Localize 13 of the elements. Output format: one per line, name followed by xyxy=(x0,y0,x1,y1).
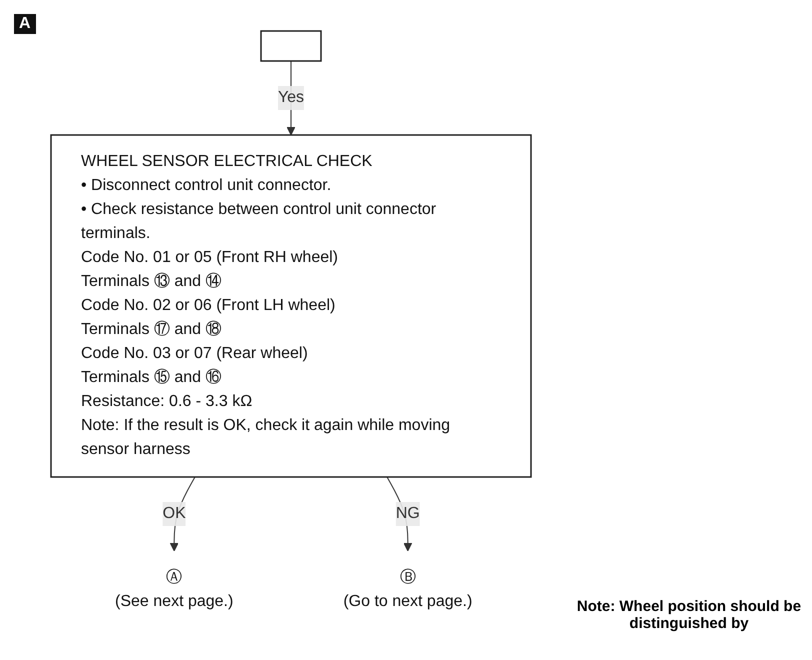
arrow xyxy=(170,476,196,552)
section-marker: A xyxy=(14,14,36,34)
node-text: Ⓐ xyxy=(166,569,182,586)
edge-label: Yes xyxy=(278,89,304,106)
node-box xyxy=(260,30,322,62)
note-text: Note: Wheel position should be distinguished by xyxy=(576,598,802,632)
node-box: WHEEL SENSOR ELECTRICAL CHECK • Disconnect control unit connector. • Check resistance between control unit connector terminals. Code No. 01 or 05 (Front RH wheel) Terminals ⑬ and ⑭ Code No. 02 or 06 (Front LH wheel) Terminals ⑰ and ⑱ Code No. 03 or 07 (Rear wheel) Terminals ⑮ and ⑯ Resistance: 0.6 - 3.3 kΩ Note: If the result is OK, check it again while moving sensor harness xyxy=(50,134,532,478)
arrow xyxy=(386,476,412,552)
node-label: (See next page.) xyxy=(115,593,234,610)
node-label: (Go to next page.) xyxy=(343,593,472,610)
node-text: Ⓑ xyxy=(400,569,416,586)
edge-label: NG xyxy=(396,505,420,522)
edge-label: OK xyxy=(162,505,186,522)
